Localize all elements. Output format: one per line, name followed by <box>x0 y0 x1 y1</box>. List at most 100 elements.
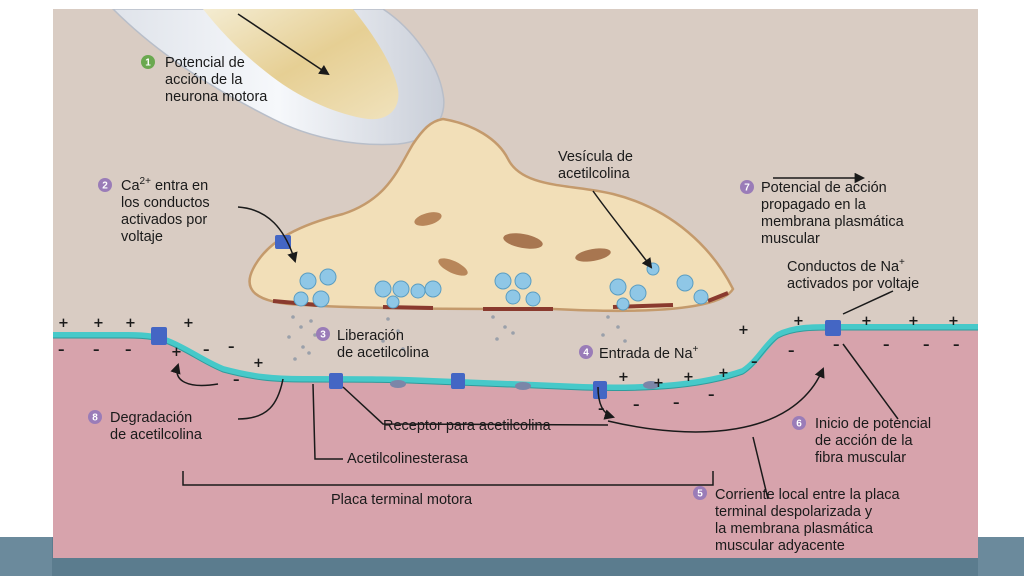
svg-text:8: 8 <box>92 413 98 424</box>
svg-text:acción de la: acción de la <box>165 72 243 88</box>
leader-line <box>237 378 284 420</box>
arrows <box>170 13 899 500</box>
svg-text:de acción de la: de acción de la <box>815 433 913 449</box>
vesicles <box>293 262 709 311</box>
svg-text:–: – <box>883 338 890 353</box>
vesicle-icon <box>525 291 541 307</box>
svg-text:+: + <box>683 370 694 385</box>
membrane-charges: ++++ ––– +–+ –– ++++ –––– +++++ –––– –– <box>58 314 960 417</box>
svg-text:–: – <box>598 402 605 417</box>
ion-channel-icon <box>275 235 291 249</box>
svg-text:+: + <box>908 314 919 329</box>
svg-text:muscular: muscular <box>761 231 820 247</box>
label-step3: 3 Liberación de acetilcolina <box>316 327 430 361</box>
mitochondrion-icon <box>575 248 611 262</box>
svg-text:–: – <box>788 344 795 359</box>
leader-line <box>752 436 769 500</box>
channels <box>151 235 841 399</box>
svg-text:acetilcolina: acetilcolina <box>558 166 631 182</box>
svg-text:+: + <box>171 345 182 360</box>
svg-text:activados por voltaje: activados por voltaje <box>787 276 919 292</box>
svg-text:Vesícula de: Vesícula de <box>558 149 633 165</box>
arrow-icon <box>170 362 219 387</box>
vesicle-icon <box>609 278 627 296</box>
svg-text:+: + <box>948 314 959 329</box>
svg-text:–: – <box>833 338 840 353</box>
membrane-outline <box>53 329 978 391</box>
svg-text:7: 7 <box>744 183 750 194</box>
svg-text:+: + <box>718 366 729 381</box>
svg-text:–: – <box>58 343 65 358</box>
mitochondrion-icon <box>503 233 543 249</box>
svg-text:–: – <box>233 373 240 388</box>
ion-channel-icon <box>593 381 607 399</box>
svg-text:activados por: activados por <box>121 212 207 228</box>
vesicle-icon <box>676 274 694 292</box>
vesicle-icon <box>319 268 337 286</box>
svg-text:fibra muscular: fibra muscular <box>815 450 906 466</box>
svg-text:los conductos: los conductos <box>121 195 210 211</box>
svg-text:Conductos de Na+: Conductos de Na+ <box>787 257 905 275</box>
footer-band-right <box>978 537 1024 576</box>
vesicle-icon <box>299 272 317 290</box>
svg-text:membrana plasmática: membrana plasmática <box>761 214 905 230</box>
svg-text:+: + <box>653 376 664 391</box>
ca-superscript: 2+ <box>140 176 152 187</box>
svg-text:Potencial de: Potencial de <box>165 55 245 71</box>
vesicle-icon <box>386 295 400 309</box>
vesicle-icon <box>616 297 630 311</box>
ca-label: Ca <box>121 178 140 194</box>
ion-channel-icon <box>151 327 167 345</box>
arrow-icon <box>607 367 825 433</box>
svg-text:la membrana plasmática: la membrana plasmática <box>715 521 874 537</box>
vesicle-icon <box>312 290 330 308</box>
svg-text:Liberación: Liberación <box>337 328 404 344</box>
svg-text:+: + <box>618 370 629 385</box>
svg-text:1: 1 <box>145 58 151 69</box>
svg-text:Corriente local entre la placa: Corriente local entre la placa <box>715 487 901 503</box>
svg-text:3: 3 <box>320 330 326 341</box>
svg-text:Potencial de acción: Potencial de acción <box>761 180 887 196</box>
arrow-icon <box>237 13 330 76</box>
diagram-svg: ++++ ––– +–+ –– ++++ –––– +++++ –––– –– … <box>53 9 978 558</box>
svg-text:Entrada de Na+: Entrada de Na+ <box>599 344 699 362</box>
leader-line <box>842 290 894 315</box>
svg-text:de acetilcolina: de acetilcolina <box>337 345 430 361</box>
axon-core <box>203 9 399 120</box>
svg-text:Inicio de potencial: Inicio de potencial <box>815 416 931 432</box>
sarcolemma-membrane <box>53 324 978 391</box>
vesicle-icon <box>505 289 521 305</box>
receptor-icon <box>451 373 465 389</box>
svg-text:2: 2 <box>102 181 108 192</box>
svg-text:+: + <box>253 356 264 371</box>
label-esterase: Acetilcolinesterasa <box>347 451 469 467</box>
ion-channel-icon <box>825 320 841 336</box>
svg-text:+: + <box>793 314 804 329</box>
svg-text:–: – <box>203 343 210 358</box>
mitochondrion-icon <box>438 258 468 276</box>
svg-text:–: – <box>953 338 960 353</box>
label-vesicle: Vesícula de acetilcolina <box>558 149 633 182</box>
svg-text:Ca2+ entra en: Ca2+ entra en <box>121 176 208 194</box>
label-step1: 1 Potencial de acción de la neurona moto… <box>141 55 268 105</box>
svg-text:Degradación: Degradación <box>110 410 192 426</box>
svg-text:–: – <box>673 396 680 411</box>
svg-text:+: + <box>861 314 872 329</box>
label-step2: 2 Ca2+ entra en los conductos activados … <box>98 176 210 245</box>
label-endplate: Placa terminal motora <box>331 492 473 508</box>
label-step5: 5 Corriente local entre la placa termina… <box>693 486 901 554</box>
svg-text:–: – <box>633 398 640 413</box>
vesicle-icon <box>494 272 512 290</box>
svg-text:–: – <box>708 388 715 403</box>
ca-rest: entra en <box>151 178 208 194</box>
footer-band-left <box>0 537 52 576</box>
label-step6: 6 Inicio de potencial de acción de la fi… <box>792 416 931 466</box>
svg-text:–: – <box>228 340 235 355</box>
neuromuscular-junction-diagram: ++++ ––– +–+ –– ++++ –––– +++++ –––– –– … <box>53 9 978 558</box>
acetylcholine-molecules <box>287 315 627 361</box>
svg-text:neurona motora: neurona motora <box>165 89 268 105</box>
vesicle-icon <box>410 283 426 299</box>
svg-text:–: – <box>923 338 930 353</box>
arrow-icon <box>237 206 298 264</box>
label-na-channels: Conductos de Na+ activados por voltaje <box>787 257 919 292</box>
